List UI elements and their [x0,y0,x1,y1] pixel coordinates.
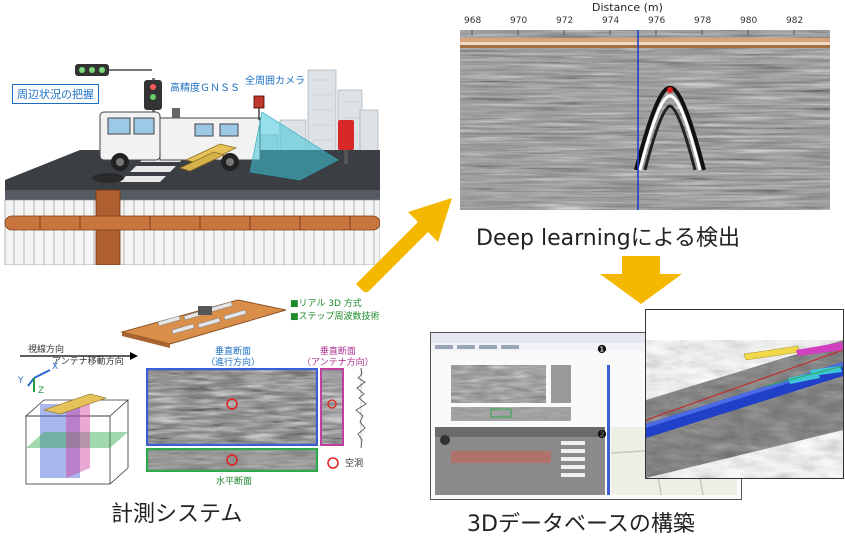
tick-label: 982 [786,16,804,26]
radargram-image [460,30,830,210]
legend-step-frequency: ■ステップ周波数技術 [290,312,380,322]
label-gnss: 高精度ＧＮＳＳ [170,83,240,94]
axis-view-direction: 視線方向 [28,345,65,355]
vertical-section-travel [145,367,319,447]
marker-2: ❷ [597,428,607,441]
cavity-legend: 空洞 [326,452,363,471]
axis-y-label: Y [18,376,24,386]
legend-real-3d: ■リアル 3D 方式 [290,299,362,309]
label-camera: 全周囲カメラ [245,76,305,87]
axis-antenna-direction: アンテナ移動方向 [52,357,124,367]
survey-vehicle-illustration [0,40,381,266]
caption-detection: Deep learningによる検出 [476,226,741,251]
tick-label: 974 [602,16,620,26]
vertical-travel-line-2: （進行方向） [206,358,261,368]
gpr-device [118,292,288,350]
label-surroundings: 周辺状況の把握 [12,84,99,104]
vertical-travel-line-1: 垂直断面 [215,347,252,357]
vertical-travel-label: 垂直断面 （進行方向） [206,347,260,369]
vertical-antenna-line-1: 垂直断面 [319,347,356,357]
arrow-up-right [348,192,458,294]
caption-database: 3Dデータベースの構築 [467,512,695,537]
radargram-ticks: 968 970 972 974 976 978 980 982 [460,16,830,30]
vertical-antenna-label: 垂直断面 （アンテナ方向） [302,347,374,369]
waveform-trace [346,367,376,449]
tick-label: 978 [694,16,712,26]
tick-label: 968 [464,16,482,26]
axis-z-label: Z [38,386,45,396]
horizontal-section-label: 水平断面 [216,477,253,487]
tick-label: 980 [740,16,758,26]
caption-measurement: 計測システム [111,502,243,527]
radargram-axis-title: Distance (m) [592,1,663,14]
tick-label: 976 [648,16,666,26]
marker-1: ❶ [597,343,607,356]
horizontal-section [145,447,319,473]
vertical-antenna-line-2: （アンテナ方向） [302,358,374,368]
vertical-section-antenna [320,368,344,446]
tick-label: 972 [556,16,574,26]
axis-x-label: X [52,362,59,372]
cavity-label: 空洞 [345,459,364,469]
arrow-down [598,256,684,306]
tick-label: 970 [510,16,528,26]
pipe-3d-model [645,309,844,479]
measurement-3d-box [20,338,142,488]
